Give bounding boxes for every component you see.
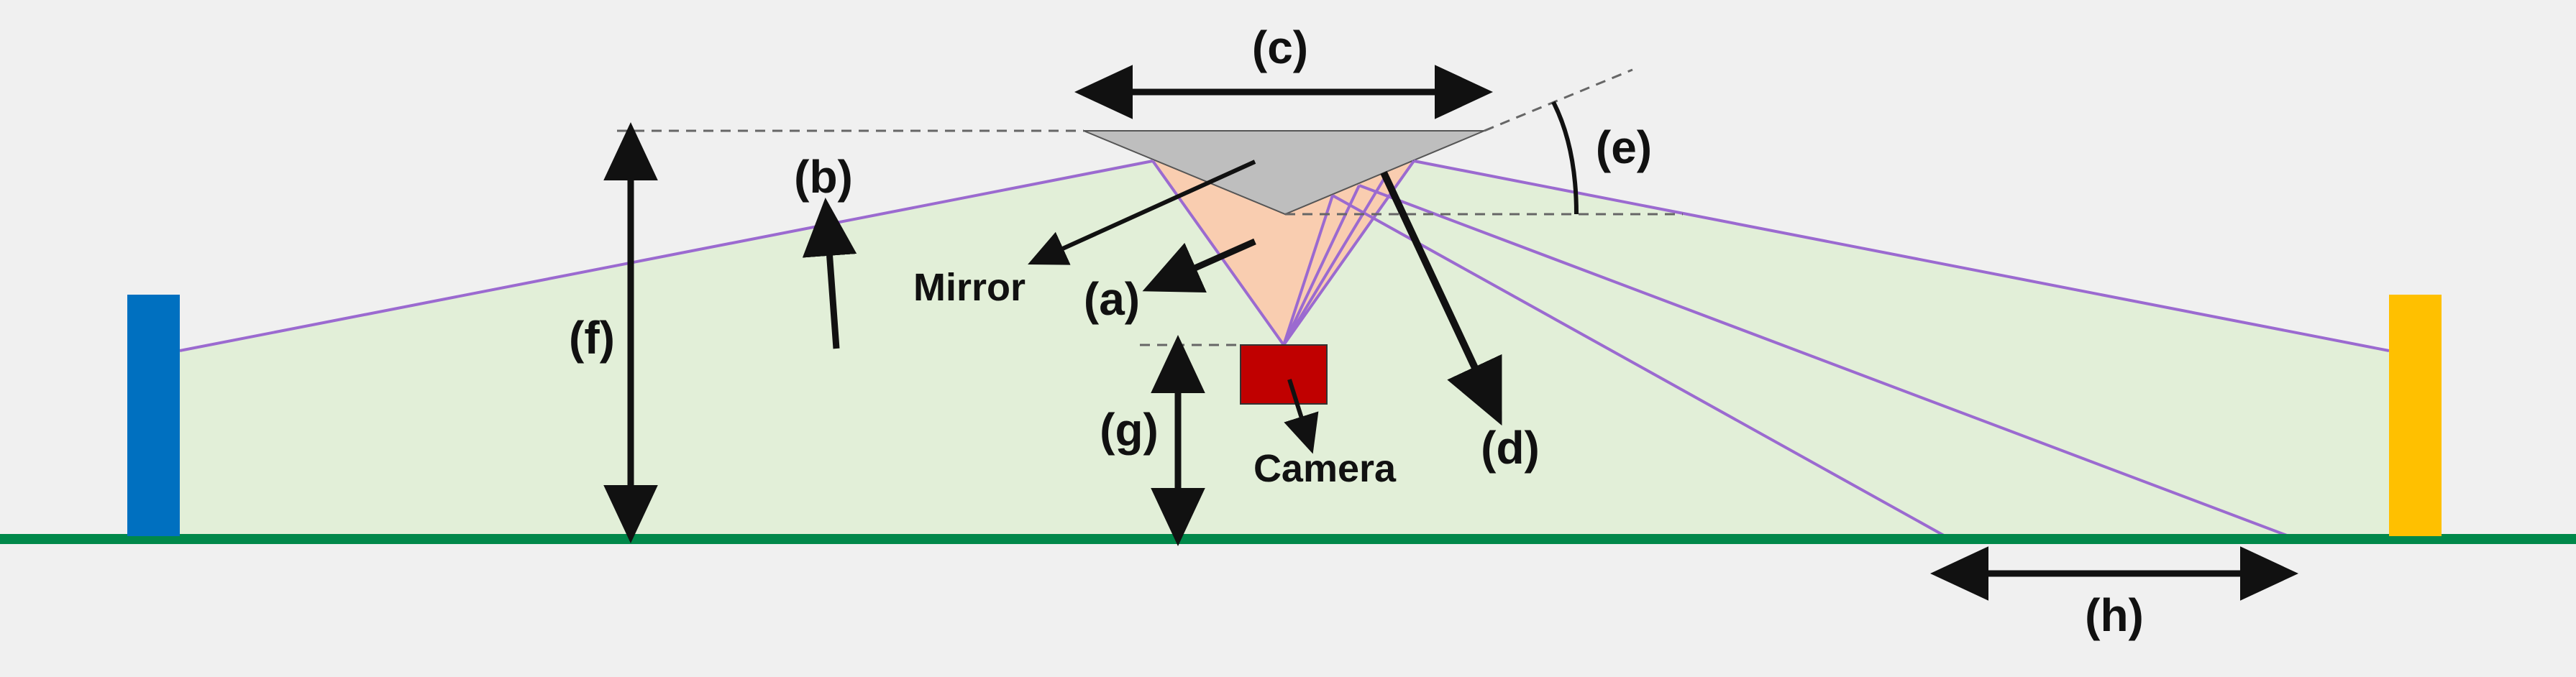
- ground-line: [0, 534, 2576, 544]
- arrow-b: [802, 198, 857, 349]
- label-f: (f): [569, 312, 615, 364]
- light-rays: [179, 160, 2390, 537]
- angle-arc-e: [1551, 101, 1579, 215]
- label-g: (g): [1100, 404, 1159, 456]
- ray-fan-1: [1282, 195, 1334, 346]
- ray-ground-near: [1332, 194, 1945, 537]
- ray-camera-left: [1151, 160, 1285, 346]
- label-c: (c): [1252, 22, 1308, 73]
- label-camera: Camera: [1253, 447, 1397, 490]
- arrow-mirror: [1028, 160, 1256, 265]
- camera-body: [1240, 344, 1328, 405]
- ray-fan-3: [1282, 173, 1388, 346]
- ray-fan-2: [1282, 185, 1361, 346]
- right-target: [2389, 295, 2442, 536]
- annotation-arrows: [603, 65, 2298, 601]
- arrow-d: [1380, 170, 1502, 426]
- ray-ground-far: [1358, 184, 2288, 537]
- label-h: (h): [2085, 589, 2144, 641]
- label-b: (b): [794, 151, 853, 203]
- guide-lines: [617, 68, 1683, 346]
- arrow-camera: [1284, 379, 1319, 454]
- left-target: [127, 295, 180, 536]
- label-mirror: Mirror: [913, 266, 1026, 309]
- ray-left-outer: [179, 160, 1154, 352]
- label-d: (d): [1481, 422, 1540, 474]
- label-e: (e): [1596, 121, 1652, 173]
- label-a: (a): [1084, 273, 1140, 325]
- arrow-a: [1142, 238, 1256, 293]
- mirror-extension-guide: [1484, 68, 1633, 132]
